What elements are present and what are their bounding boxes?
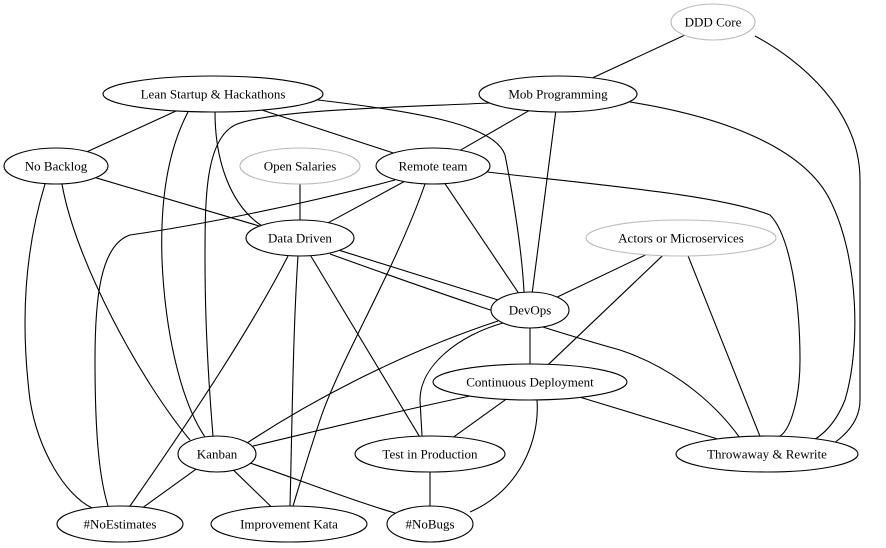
node-improvement-kata: Improvement Kata [210, 505, 368, 543]
edge-devops-to-kanban [246, 320, 499, 444]
edge-lean-startup-to-remote-team [262, 109, 394, 154]
edge-kanban-to-no-bugs [249, 462, 396, 514]
edge-no-backlog-to-data-driven [95, 177, 260, 227]
edge-no-backlog-to-no-estimates [24, 183, 93, 509]
edge-mob-programming-to-throwaway-rewrite [629, 101, 856, 447]
edge-lean-startup-to-devops [317, 99, 525, 293]
edge-data-driven-to-no-estimates [129, 255, 289, 507]
node-ellipse-test-in-production [354, 435, 506, 473]
node-ellipse-no-backlog [3, 147, 109, 185]
edge-actors-microservices-to-devops [556, 254, 647, 298]
node-no-backlog: No Backlog [3, 147, 109, 185]
node-ellipse-kanban [177, 435, 257, 473]
node-ellipse-no-bugs [386, 505, 474, 543]
edge-remote-team-to-no-estimates [94, 179, 396, 507]
node-label-improvement-kata: Improvement Kata [240, 517, 338, 532]
edge-remote-team-to-data-driven [328, 181, 405, 224]
edge-actors-microservices-to-continuous-deployment [548, 255, 663, 365]
node-label-devops: DevOps [509, 303, 552, 318]
node-test-in-production: Test in Production [354, 435, 506, 473]
edge-lean-startup-to-no-backlog [87, 110, 177, 153]
edge-remote-team-to-throwaway-rewrite [486, 171, 801, 437]
edge-continuous-deployment-to-test-in-production [453, 398, 507, 438]
node-ellipse-continuous-deployment [432, 363, 628, 401]
node-label-actors-microservices: Actors or Microservices [618, 231, 744, 246]
node-lean-startup: Lean Startup & Hackathons [102, 75, 324, 113]
node-actors-microservices: Actors or Microservices [585, 219, 777, 257]
node-ellipse-lean-startup [102, 75, 324, 113]
edge-mob-programming-to-remote-team [460, 110, 530, 151]
node-label-no-estimates: #NoEstimates [84, 517, 157, 532]
node-ellipse-open-salaries [239, 147, 361, 185]
edge-continuous-deployment-to-no-bugs [469, 399, 538, 513]
node-label-remote-team: Remote team [399, 159, 468, 174]
node-continuous-deployment: Continuous Deployment [432, 363, 628, 401]
edge-data-driven-to-improvement-kata [289, 255, 299, 507]
node-ddd-core: DDD Core [670, 3, 756, 41]
edge-no-backlog-to-kanban [61, 183, 191, 441]
node-no-bugs: #NoBugs [386, 505, 474, 543]
edges-layer [24, 34, 861, 514]
edge-kanban-to-no-estimates [142, 468, 197, 508]
node-label-kanban: Kanban [197, 447, 238, 462]
node-label-lean-startup: Lean Startup & Hackathons [141, 87, 286, 102]
node-ellipse-mob-programming [478, 75, 638, 113]
edge-continuous-deployment-to-kanban [252, 395, 471, 447]
node-ellipse-remote-team [375, 147, 491, 185]
node-label-no-backlog: No Backlog [25, 159, 88, 174]
node-ellipse-devops [490, 291, 570, 329]
node-open-salaries: Open Salaries [239, 147, 361, 185]
edge-kanban-to-improvement-kata [233, 469, 272, 507]
node-throwaway-rewrite: Throwaway & Rewrite [675, 435, 859, 473]
node-label-throwaway-rewrite: Throwaway & Rewrite [707, 447, 827, 462]
edge-continuous-deployment-to-throwaway-rewrite [580, 396, 718, 440]
edge-ddd-core-to-mob-programming [592, 34, 685, 79]
edge-mob-programming-to-devops [531, 111, 557, 293]
edge-lean-startup-to-data-driven [214, 111, 263, 227]
edge-actors-microservices-to-throwaway-rewrite [687, 255, 761, 437]
edge-data-driven-to-test-in-production [310, 255, 420, 437]
node-ellipse-actors-microservices [585, 219, 777, 257]
node-label-continuous-deployment: Continuous Deployment [466, 375, 594, 390]
node-ellipse-data-driven [245, 219, 355, 257]
edge-remote-team-to-devops [444, 183, 519, 294]
node-label-mob-programming: Mob Programming [508, 87, 608, 102]
node-label-data-driven: Data Driven [268, 231, 332, 246]
edge-lean-startup-to-kanban [161, 111, 206, 438]
node-ellipse-ddd-core [670, 3, 756, 41]
node-label-no-bugs: #NoBugs [405, 517, 454, 532]
edge-data-driven-to-throwaway-rewrite [329, 253, 741, 439]
node-no-estimates: #NoEstimates [56, 505, 184, 543]
node-devops: DevOps [490, 291, 570, 329]
node-remote-team: Remote team [375, 147, 491, 185]
node-mob-programming: Mob Programming [478, 75, 638, 113]
node-ellipse-no-estimates [56, 505, 184, 543]
node-kanban: Kanban [177, 435, 257, 473]
edge-devops-to-test-in-production [419, 322, 504, 437]
node-label-open-salaries: Open Salaries [264, 159, 337, 174]
node-ellipse-throwaway-rewrite [675, 435, 859, 473]
node-label-test-in-production: Test in Production [382, 447, 478, 462]
node-label-ddd-core: DDD Core [685, 15, 742, 30]
edge-ddd-core-to-throwaway-rewrite [754, 35, 861, 455]
node-data-driven: Data Driven [245, 219, 355, 257]
node-ellipse-improvement-kata [210, 505, 368, 543]
edge-mob-programming-to-kanban [204, 102, 491, 437]
edge-data-driven-to-devops [339, 249, 498, 301]
